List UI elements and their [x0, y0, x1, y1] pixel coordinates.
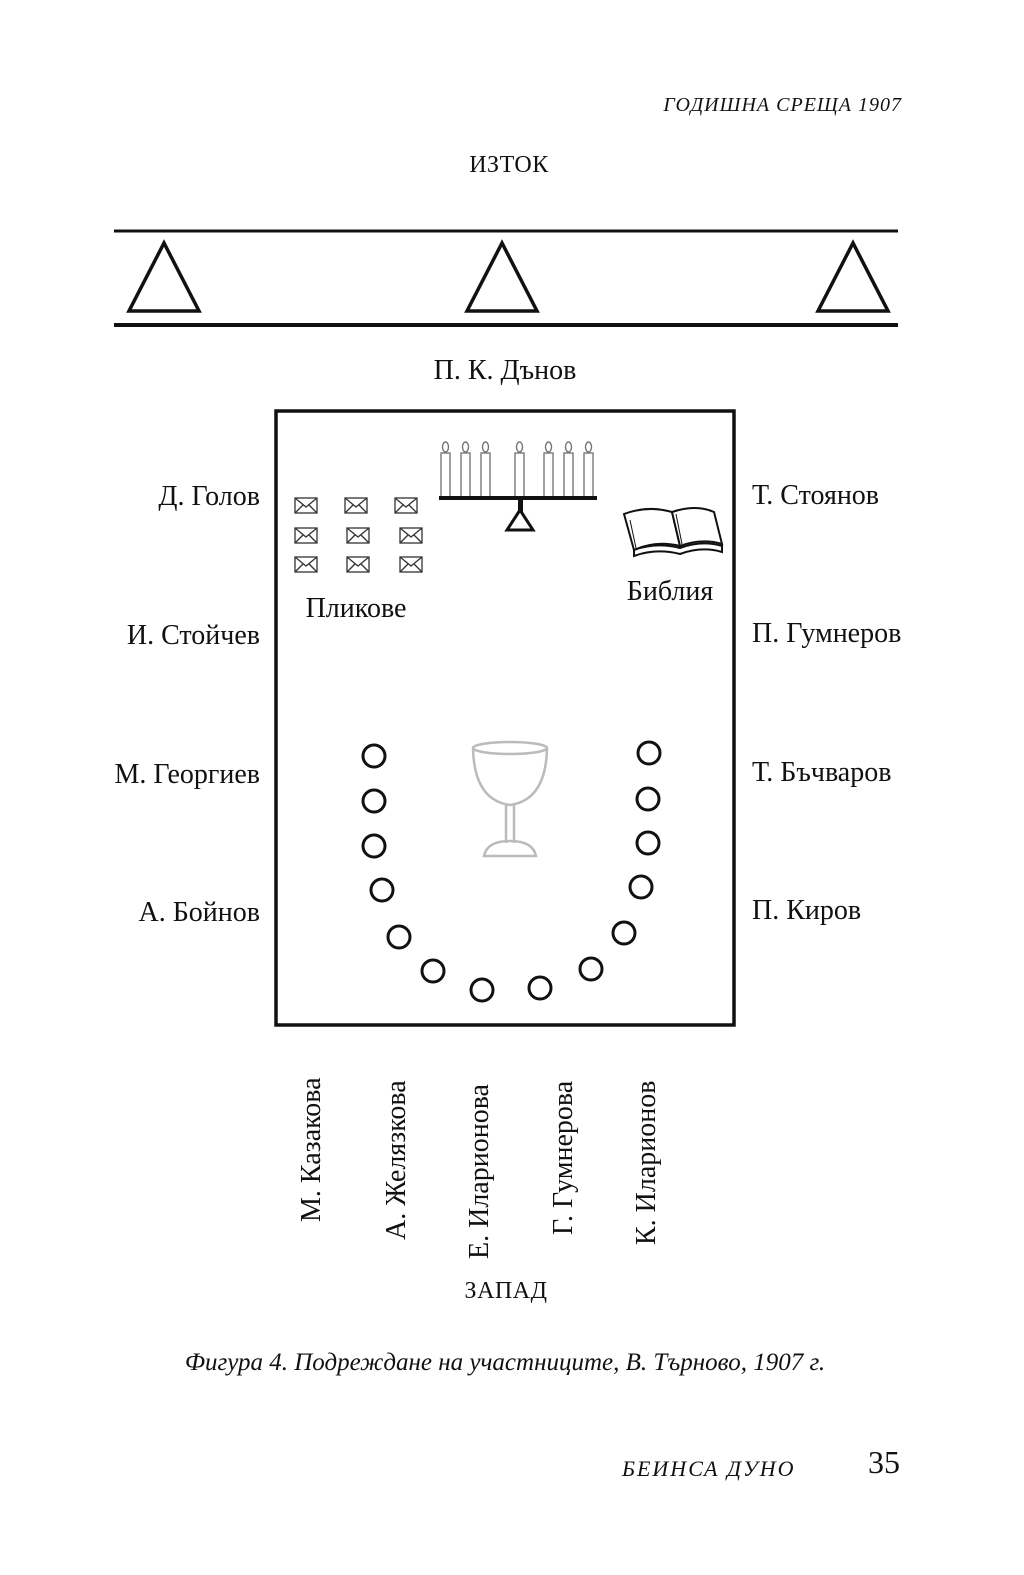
seat-marker	[578, 956, 604, 982]
envelope-icon	[294, 497, 318, 514]
page-number: 35	[868, 1444, 900, 1480]
left-name-2: И. Стойчев	[126, 620, 260, 651]
seat-marker	[527, 975, 553, 1001]
direction-west: ЗАПАД	[464, 1278, 548, 1304]
envelope-icon	[399, 556, 423, 573]
seats-group	[361, 740, 662, 1003]
triangle-center-icon	[464, 239, 540, 313]
seat-marker	[469, 977, 495, 1003]
seat-marker	[420, 958, 446, 984]
seat-marker	[361, 788, 387, 814]
seat-marker	[636, 740, 662, 766]
seat-marker	[635, 786, 661, 812]
left-name-1: Д. Голов	[158, 481, 260, 512]
seat-marker	[628, 874, 654, 900]
right-name-2: П. Гумнеров	[752, 618, 902, 649]
bottom-name-5: К. Иларионов	[631, 1080, 662, 1246]
footer-book-title: БЕИНСА ДУНО	[622, 1456, 796, 1481]
bottom-name-4: Г. Гумнерова	[548, 1080, 579, 1235]
room-outline	[274, 409, 736, 1027]
bottom-name-3: Е. Иларионова	[464, 1084, 495, 1259]
envelope-icon	[394, 497, 418, 514]
triangle-right-icon	[815, 239, 891, 313]
envelope-icon	[344, 497, 368, 514]
seat-marker	[369, 877, 395, 903]
envelope-icon	[346, 527, 370, 544]
envelope-icon	[399, 527, 423, 544]
figure-caption: Фигура 4. Подреждане на участниците, В. …	[184, 1349, 826, 1376]
right-name-4: П. Киров	[752, 895, 862, 926]
left-name-3: М. Георгиев	[114, 759, 261, 790]
direction-east: ИЗТОК	[469, 152, 549, 178]
envelope-icon	[294, 527, 318, 544]
bible-label: Библия	[627, 576, 714, 607]
seat-marker	[635, 830, 661, 856]
running-header: ГОДИШНА СРЕЩА 1907	[663, 94, 902, 116]
seat-marker	[361, 833, 387, 859]
left-name-4: А. Бойнов	[138, 897, 261, 928]
bottom-name-1: М. Казакова	[296, 1077, 327, 1222]
bible-icon	[622, 507, 724, 558]
envelopes-label: Пликове	[306, 593, 407, 624]
envelope-icon	[346, 556, 370, 573]
seat-marker	[386, 924, 412, 950]
seat-marker	[361, 743, 387, 769]
seat-marker	[611, 920, 637, 946]
chalice-icon	[471, 740, 549, 858]
candelabrum-icon	[439, 441, 597, 532]
triangle-left-icon	[126, 239, 202, 313]
envelopes-group	[294, 497, 423, 573]
right-name-1: Т. Стоянов	[752, 480, 880, 511]
leader-name: П. К. Дънов	[434, 355, 577, 386]
bottom-name-2: А. Желязкова	[381, 1080, 412, 1240]
envelope-icon	[294, 556, 318, 573]
right-name-3: Т. Бъчваров	[752, 757, 892, 788]
